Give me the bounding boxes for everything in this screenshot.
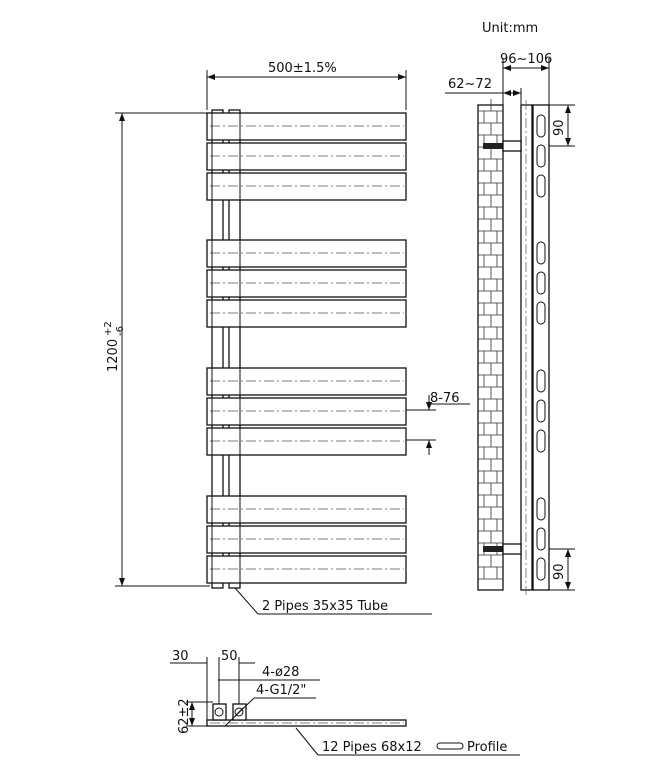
bottom-bracket	[483, 543, 522, 555]
top-bracket-dimension: 90	[552, 119, 567, 136]
bar	[206, 112, 407, 141]
height-dimension: 1200 +2 -6	[103, 321, 126, 372]
side-view: 96~106 62~72 90 90	[445, 52, 575, 595]
bottom-view: 30 50 4-ø28 4-G1/2" 62±2 12 Pipes 68x12 …	[170, 649, 520, 756]
top-bracket	[483, 140, 522, 152]
thread-note: 4-G1/2"	[256, 683, 306, 698]
bar	[206, 397, 407, 426]
bar-profiles	[536, 114, 546, 581]
bar-profile-slot	[536, 241, 546, 265]
holes-note: 4-ø28	[262, 665, 299, 680]
bottom-bracket-dimension: 90	[552, 563, 567, 580]
bar-profile-slot	[536, 369, 546, 393]
radiator-pipe-side	[520, 104, 533, 591]
gap-dimension: 8-76	[430, 391, 460, 406]
svg-text:-6: -6	[115, 326, 126, 336]
bar-profile-slot	[536, 429, 546, 453]
vertical-pipes	[211, 109, 241, 589]
bar-profile-slot	[536, 174, 546, 198]
unit-label: Unit:mm	[482, 21, 538, 36]
dim-50: 50	[221, 649, 238, 664]
front-view: 500±1.5% 1200 +2 -6 8-76 2 Pipes 35x35 T…	[103, 61, 470, 615]
bar-profile-slot	[536, 497, 546, 521]
profile-suffix: Profile	[467, 740, 507, 755]
bar	[206, 495, 407, 524]
svg-text:1200: 1200	[106, 339, 121, 372]
bar-profile-slot	[536, 399, 546, 423]
profile-shape-icon	[436, 742, 464, 750]
bar-profile-slot	[536, 301, 546, 325]
bar	[206, 172, 407, 201]
bar	[206, 555, 407, 584]
profile-note: 12 Pipes 68x12	[322, 740, 422, 755]
bar-profile-slot	[536, 271, 546, 295]
width-dimension: 500±1.5%	[268, 61, 337, 76]
bar-profile-slot	[536, 527, 546, 551]
dim-30: 30	[172, 649, 189, 664]
depth-dimension: 96~106	[500, 52, 552, 67]
wall-gap-dimension: 62~72	[448, 77, 492, 92]
horizontal-bars	[206, 112, 407, 584]
bar	[206, 269, 407, 298]
height-62-dimension: 62±2	[177, 698, 192, 734]
bar	[206, 142, 407, 171]
pipes-note: 2 Pipes 35x35 Tube	[262, 599, 388, 614]
radiator-profile-side	[532, 104, 550, 591]
bar	[206, 367, 407, 396]
bar-profile-slot	[536, 114, 546, 138]
bar-profile-slot	[536, 144, 546, 168]
wall	[477, 104, 504, 591]
bar-profile-slot	[536, 557, 546, 581]
wall-bricks	[478, 99, 503, 580]
bar	[206, 525, 407, 554]
bar	[206, 239, 407, 268]
bar	[206, 427, 407, 456]
svg-text:+2: +2	[103, 321, 114, 336]
bar	[206, 299, 407, 328]
